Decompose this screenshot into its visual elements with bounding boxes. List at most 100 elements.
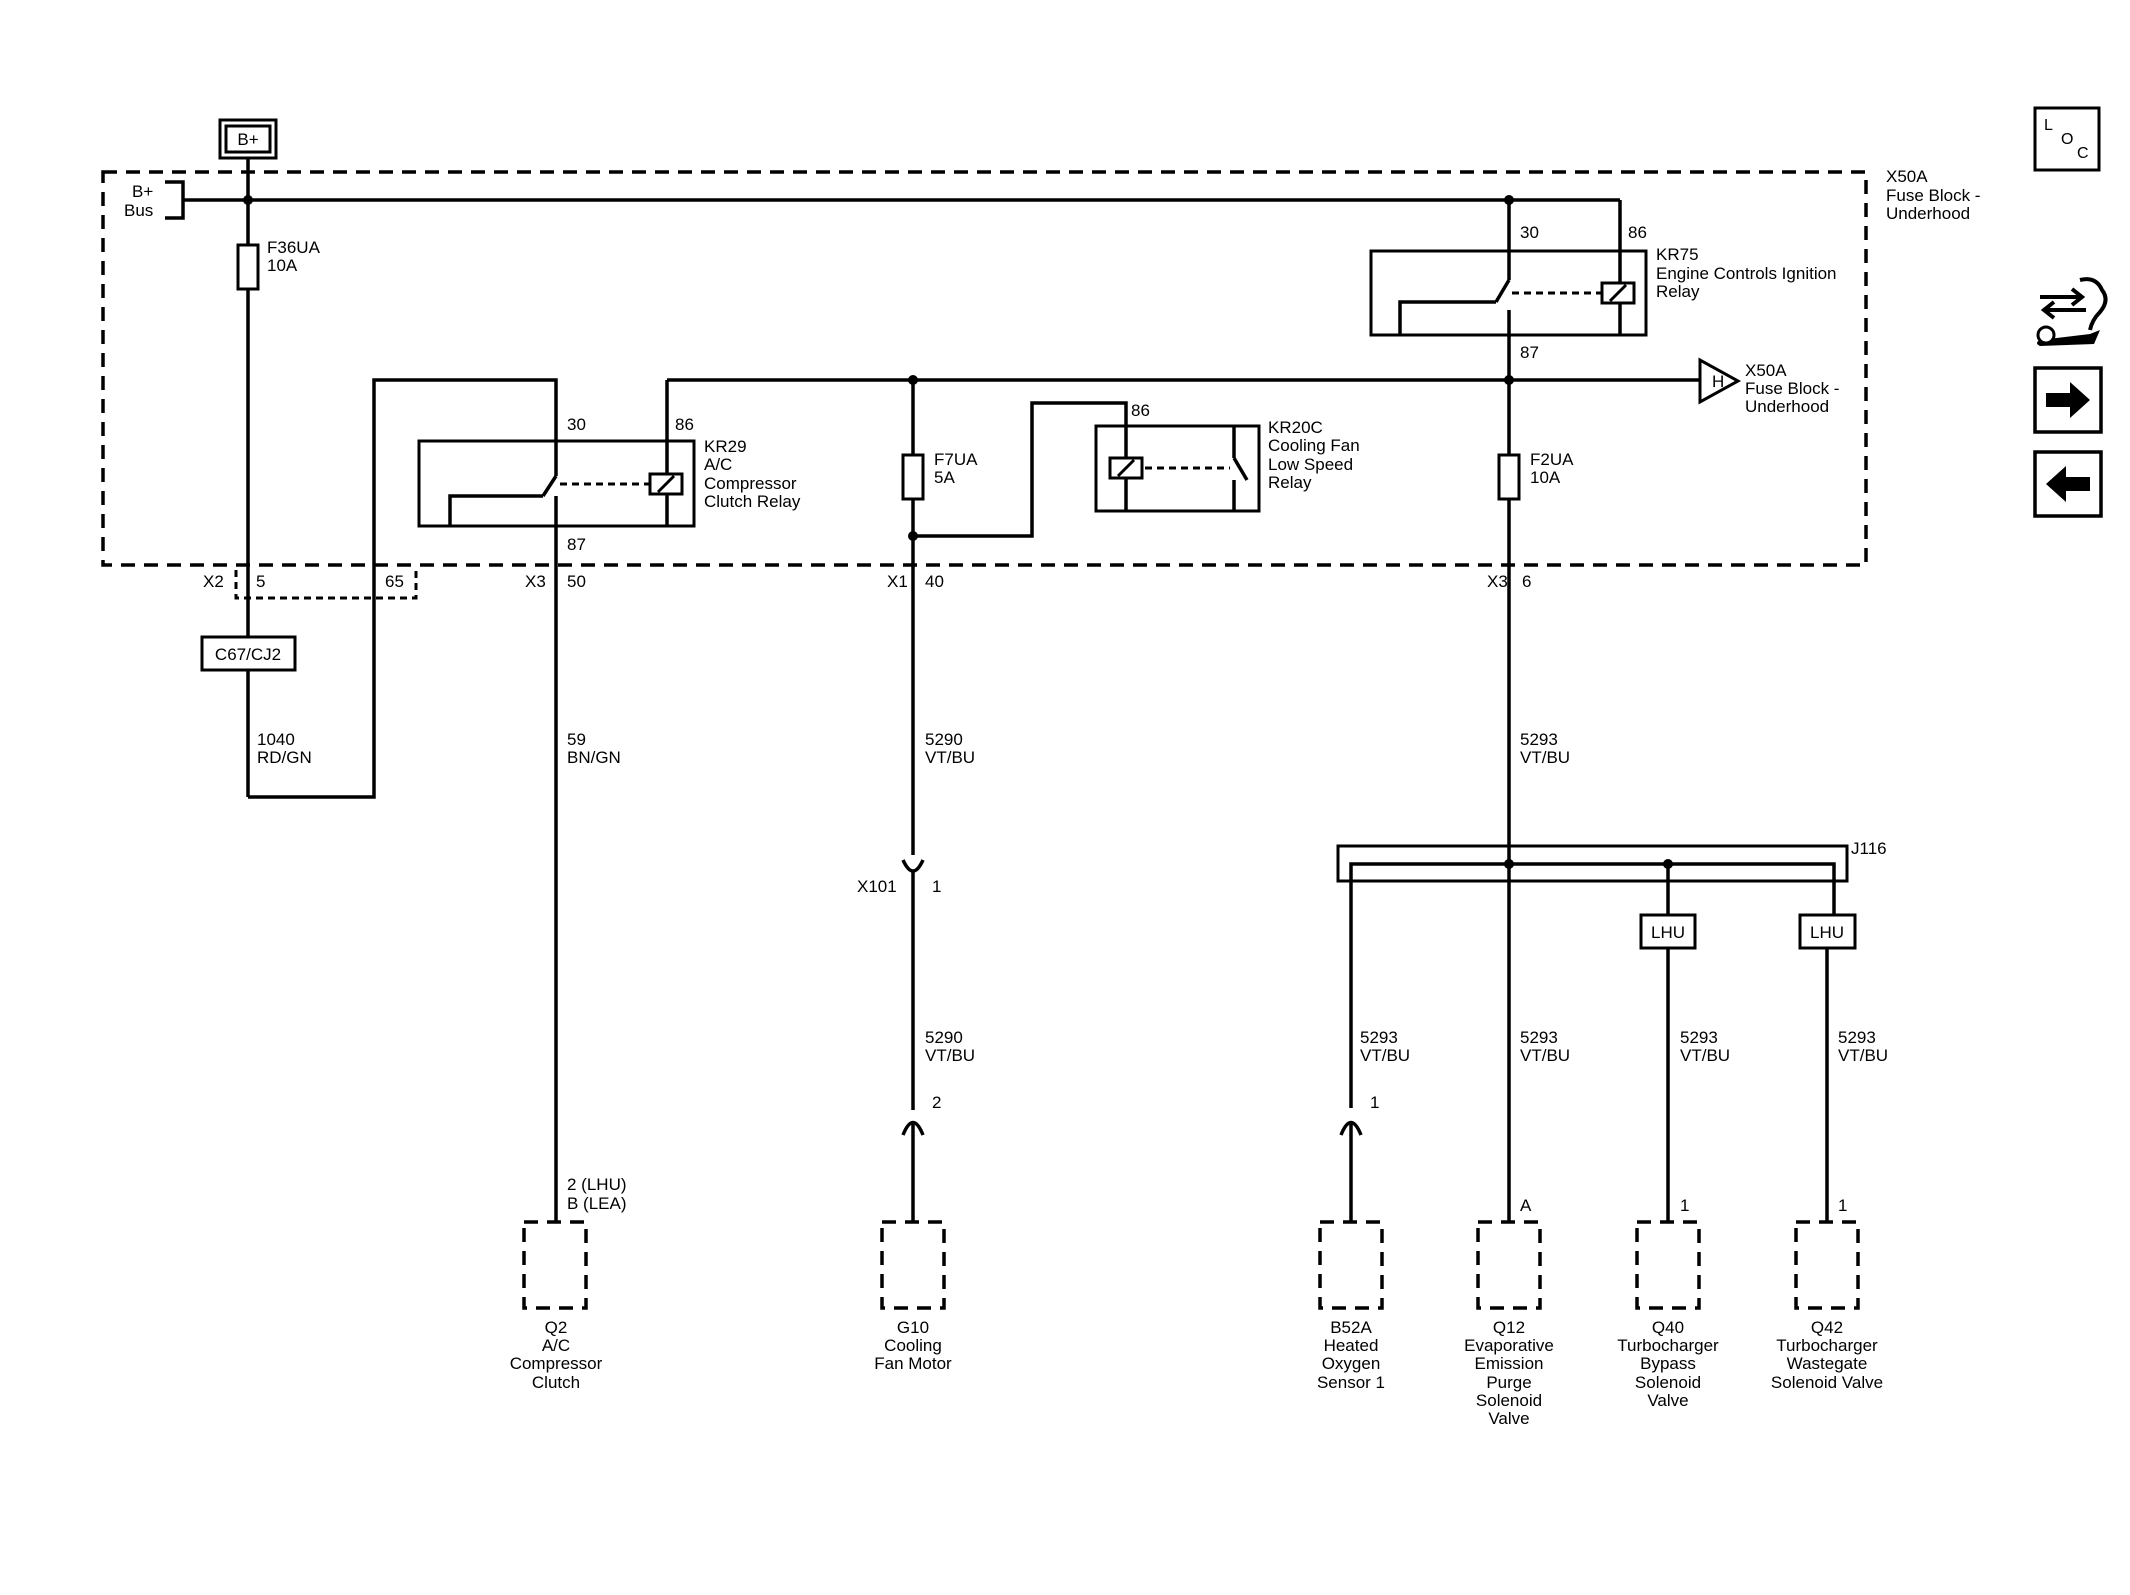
splice-j116 [1336, 844, 1849, 883]
svg-text:Relay: Relay [1268, 473, 1312, 492]
x2-connector-outline [234, 570, 418, 600]
svg-text:65: 65 [385, 572, 404, 591]
svg-text:6: 6 [1522, 572, 1531, 591]
svg-text:Cooling: Cooling [884, 1336, 942, 1355]
svg-text:LHU: LHU [1810, 923, 1844, 942]
svg-text:Valve: Valve [1647, 1391, 1688, 1410]
svg-text:Solenoid Valve: Solenoid Valve [1771, 1373, 1883, 1392]
bus-label-line1: B+ [132, 182, 153, 201]
svg-text:Low Speed: Low Speed [1268, 455, 1353, 474]
svg-text:F2UA: F2UA [1530, 450, 1574, 469]
svg-text:C67/CJ2: C67/CJ2 [215, 645, 281, 664]
svg-text:Cooling Fan: Cooling Fan [1268, 436, 1360, 455]
previous-page-arrow-icon[interactable] [2033, 450, 2103, 518]
battery-symbol: B+ [218, 118, 278, 160]
svg-text:Sensor 1: Sensor 1 [1317, 1373, 1385, 1392]
svg-text:Fan Motor: Fan Motor [874, 1354, 952, 1373]
svg-text:Fuse Block -: Fuse Block - [1745, 379, 1839, 398]
connector-wrench-icon[interactable] [2036, 277, 2108, 346]
relay-kr20c [1094, 424, 1261, 513]
component-q12[interactable] [1476, 1220, 1542, 1310]
fuse-block-reference-h: H [1698, 357, 1742, 405]
svg-text:VT/BU: VT/BU [1360, 1046, 1410, 1065]
fuse-block-name: X50A [1886, 167, 1928, 186]
component-g10[interactable] [880, 1220, 946, 1310]
svg-text:Q42: Q42 [1811, 1318, 1843, 1337]
svg-text:Evaporative: Evaporative [1464, 1336, 1554, 1355]
svg-text:KR20C: KR20C [1268, 418, 1323, 437]
svg-text:B+: B+ [237, 130, 258, 149]
x101-connector [901, 859, 925, 1110]
fuse-block-line2: Underhood [1886, 204, 1970, 223]
svg-text:5293: 5293 [1680, 1028, 1718, 1047]
component-q42[interactable] [1794, 1220, 1860, 1310]
c67-cj2-connector [200, 635, 297, 672]
svg-text:87: 87 [1520, 343, 1539, 362]
svg-text:VT/BU: VT/BU [925, 748, 975, 767]
svg-text:10A: 10A [1530, 468, 1561, 487]
svg-text:86: 86 [675, 415, 694, 434]
svg-text:86: 86 [1628, 223, 1647, 242]
svg-text:G10: G10 [897, 1318, 929, 1337]
svg-text:Solenoid: Solenoid [1476, 1391, 1542, 1410]
component-b52a[interactable] [1318, 1220, 1384, 1310]
svg-text:A/C: A/C [542, 1336, 570, 1355]
svg-text:1: 1 [1370, 1093, 1379, 1112]
svg-text:5293: 5293 [1520, 1028, 1558, 1047]
svg-text:VT/BU: VT/BU [1680, 1046, 1730, 1065]
svg-text:Clutch Relay: Clutch Relay [704, 492, 801, 511]
svg-text:5293: 5293 [1520, 730, 1558, 749]
svg-text:Q40: Q40 [1652, 1318, 1684, 1337]
svg-text:2 (LHU): 2 (LHU) [567, 1175, 627, 1194]
svg-text:KR75: KR75 [1656, 245, 1699, 264]
svg-text:Emission: Emission [1475, 1354, 1544, 1373]
svg-text:Compressor: Compressor [704, 474, 797, 493]
svg-text:5A: 5A [934, 468, 955, 487]
svg-text:X3: X3 [1487, 572, 1508, 591]
svg-text:Q2: Q2 [545, 1318, 568, 1337]
svg-text:50: 50 [567, 572, 586, 591]
svg-text:Clutch: Clutch [532, 1373, 580, 1392]
svg-text:VT/BU: VT/BU [1520, 748, 1570, 767]
next-page-arrow-icon[interactable] [2033, 366, 2103, 434]
svg-text:O: O [2061, 131, 2073, 148]
wire-1040 [248, 378, 558, 799]
component-q2[interactable] [522, 1220, 588, 1310]
g10-connector [901, 1120, 925, 1222]
location-view-button[interactable]: L O C [2033, 106, 2101, 172]
svg-text:VT/BU: VT/BU [1838, 1046, 1888, 1065]
svg-text:86: 86 [1131, 401, 1150, 420]
svg-text:1040: 1040 [257, 730, 295, 749]
svg-text:J116: J116 [1851, 839, 1887, 858]
svg-text:5293: 5293 [1838, 1028, 1876, 1047]
svg-text:BN/GN: BN/GN [567, 748, 621, 767]
svg-text:Compressor: Compressor [510, 1354, 603, 1373]
svg-text:5293: 5293 [1360, 1028, 1398, 1047]
wire-kr20c-feed [913, 401, 1128, 538]
svg-text:X50A: X50A [1745, 361, 1787, 380]
component-q40[interactable] [1635, 1220, 1701, 1310]
relay-kr29 [417, 380, 696, 580]
fuse-f36ua [236, 243, 260, 291]
svg-text:Valve: Valve [1488, 1409, 1529, 1428]
svg-text:5290: 5290 [925, 730, 963, 749]
svg-text:VT/BU: VT/BU [1520, 1046, 1570, 1065]
svg-text:1: 1 [1680, 1196, 1689, 1215]
svg-text:C: C [2077, 145, 2089, 162]
svg-text:H: H [1712, 372, 1724, 391]
svg-text:1: 1 [1838, 1196, 1847, 1215]
svg-text:L: L [2044, 117, 2053, 134]
svg-text:X101: X101 [857, 877, 897, 896]
svg-text:B (LEA): B (LEA) [567, 1194, 627, 1213]
svg-text:Turbocharger: Turbocharger [1776, 1336, 1878, 1355]
svg-text:5: 5 [256, 572, 265, 591]
fuse-block-line1: Fuse Block - [1886, 186, 1980, 205]
svg-text:Relay: Relay [1656, 282, 1700, 301]
svg-text:Heated: Heated [1324, 1336, 1379, 1355]
svg-text:X1: X1 [887, 572, 908, 591]
fuse-block-outline [101, 170, 1868, 567]
svg-text:Purge: Purge [1486, 1373, 1531, 1392]
svg-text:59: 59 [567, 730, 586, 749]
svg-text:40: 40 [925, 572, 944, 591]
